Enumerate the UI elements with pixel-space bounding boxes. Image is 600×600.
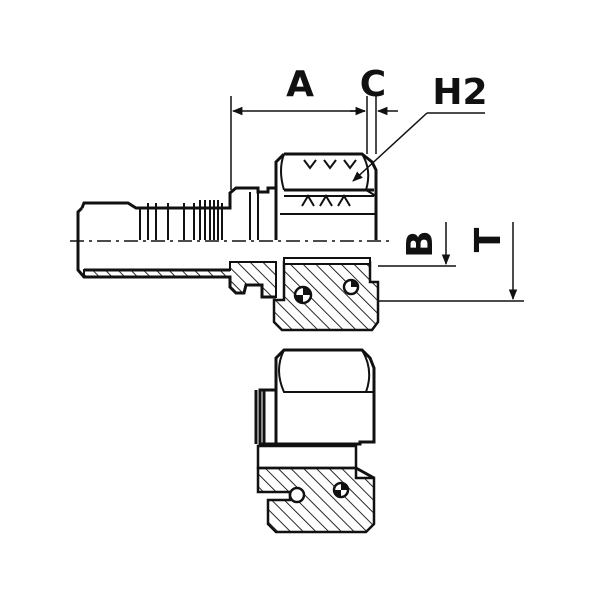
- dimension-C: C: [350, 64, 398, 154]
- nut-bore-gap: [283, 257, 371, 265]
- hose-tail-stem-outline: [80, 186, 278, 240]
- nut-section-hatch-bottom: [256, 466, 376, 534]
- label-B: B: [400, 230, 441, 257]
- nut-knurl-marks: [301, 159, 357, 207]
- label-A: A: [286, 64, 314, 105]
- nut-chamfer-lines: [280, 153, 377, 197]
- dimension-H2: H2: [352, 72, 488, 182]
- top-assembly-view: A C H2 B T: [70, 64, 524, 332]
- nut-bore-bottom: [256, 444, 358, 470]
- label-T: T: [468, 227, 509, 252]
- o-ring-bottom-2: [332, 481, 350, 499]
- nut-bottom-chamfer: [355, 466, 375, 480]
- nut-chamfer-bottom: [278, 349, 374, 393]
- dimension-T: T: [378, 222, 524, 302]
- dimension-B: B: [378, 222, 456, 267]
- label-C: C: [360, 64, 386, 105]
- bottom-nut-view: [254, 348, 376, 534]
- hose-barbs: [139, 192, 259, 240]
- nut-hex-outline: [274, 152, 378, 240]
- stem-section-hatch: [83, 261, 277, 298]
- dimension-A: A: [230, 64, 367, 190]
- o-ring-1: [293, 285, 313, 305]
- nut-section-hatch: [272, 260, 380, 332]
- o-ring-2: [342, 278, 360, 296]
- o-ring-bottom-1: [288, 486, 306, 504]
- label-H2: H2: [432, 72, 487, 113]
